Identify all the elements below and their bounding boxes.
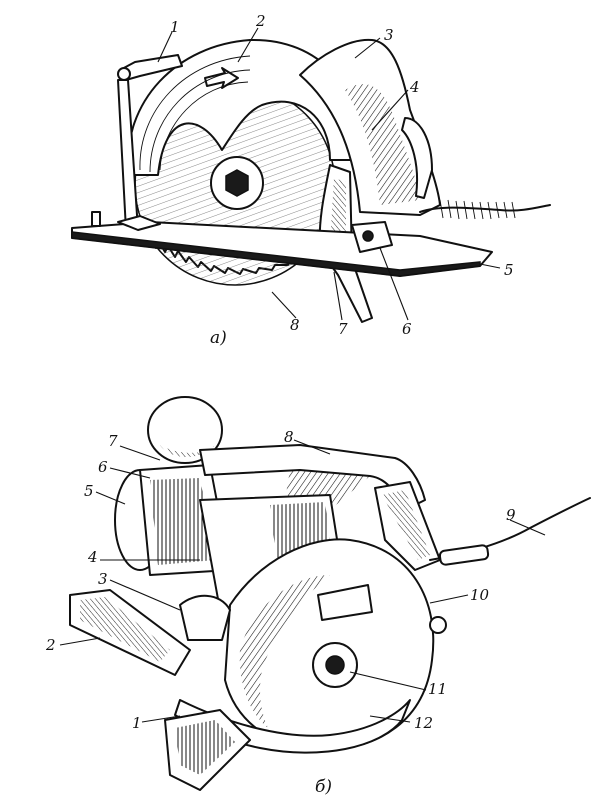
- leader-b-2: [59, 637, 101, 646]
- leader-a-2: [237, 27, 259, 63]
- rotation-arrow: [204, 67, 239, 89]
- label-a-7: 7: [338, 320, 348, 338]
- label-b-12: 12: [414, 714, 433, 732]
- leader-a-1: [157, 31, 173, 63]
- label-b-3: 3: [98, 570, 108, 588]
- motor-body-hatch: [150, 478, 215, 565]
- cable-sleeve: [438, 544, 490, 566]
- front-guide-block: [117, 215, 161, 231]
- saw-b-drawing: 1 2 3 4 5 6 7 8 9 10 11 12 б): [45, 396, 591, 797]
- label-a-6: 6: [402, 320, 412, 338]
- label-a-8: 8: [290, 316, 300, 334]
- base-shoe-hatch: [80, 597, 170, 662]
- label-a-4: 4: [409, 78, 420, 96]
- leader-b-1: [141, 715, 181, 723]
- main-handle: [401, 117, 433, 199]
- label-b-6: 6: [98, 458, 108, 476]
- base-plate-edge: [71, 231, 481, 277]
- label-b-9: 9: [506, 506, 516, 524]
- label-b-8: 8: [284, 428, 294, 446]
- label-b-10: 10: [470, 586, 490, 604]
- leader-b-3: [109, 579, 181, 611]
- leader-a-4: [371, 89, 409, 131]
- leader-a-3: [354, 37, 381, 59]
- leader-b-10: [429, 594, 469, 604]
- label-b-11: 11: [428, 680, 447, 698]
- saw-a-drawing: 1 2 3 4 5 6 7 8 а): [71, 12, 551, 348]
- riving-support-hatch: [175, 720, 235, 775]
- leader-b-7: [119, 445, 161, 461]
- label-b-1: 1: [132, 714, 142, 732]
- label-a-3: 3: [384, 26, 394, 44]
- handle-pivot: [117, 67, 131, 81]
- leader-b-12: [369, 715, 411, 723]
- angle-clamp: [179, 594, 231, 641]
- leader-b-9: [509, 519, 546, 536]
- top-knob: [147, 396, 223, 464]
- power-cable-a: [419, 204, 551, 213]
- depth-knob: [429, 616, 447, 634]
- label-a-1: 1: [170, 18, 180, 36]
- blade-guard-hatch: [239, 575, 330, 728]
- rear-grip-hatch: [382, 490, 430, 560]
- leader-a-5: [479, 263, 501, 269]
- leader-a-7: [333, 271, 343, 321]
- blade-hub-center: [325, 655, 345, 675]
- caption-b: б): [315, 777, 332, 797]
- label-a-5: 5: [504, 261, 514, 279]
- label-b-2: 2: [45, 636, 56, 654]
- label-b-4: 4: [87, 548, 98, 566]
- clamp-screw: [362, 230, 374, 242]
- cable-spring: [439, 199, 516, 220]
- leader-a-6: [379, 247, 409, 321]
- label-b-7: 7: [108, 432, 118, 450]
- leader-b-11: [349, 671, 427, 691]
- motor-housing-hatching: [345, 84, 420, 205]
- nameplate: [317, 584, 373, 621]
- caption-a: а): [210, 328, 227, 348]
- label-b-5: 5: [84, 482, 94, 500]
- label-a-2: 2: [255, 12, 266, 30]
- arbor-nut: [225, 169, 249, 197]
- front-guide-post: [91, 211, 101, 227]
- leader-b-8: [293, 439, 331, 455]
- leader-b-6: [109, 467, 151, 479]
- leader-b-5: [95, 491, 126, 505]
- leader-a-8: [271, 291, 297, 319]
